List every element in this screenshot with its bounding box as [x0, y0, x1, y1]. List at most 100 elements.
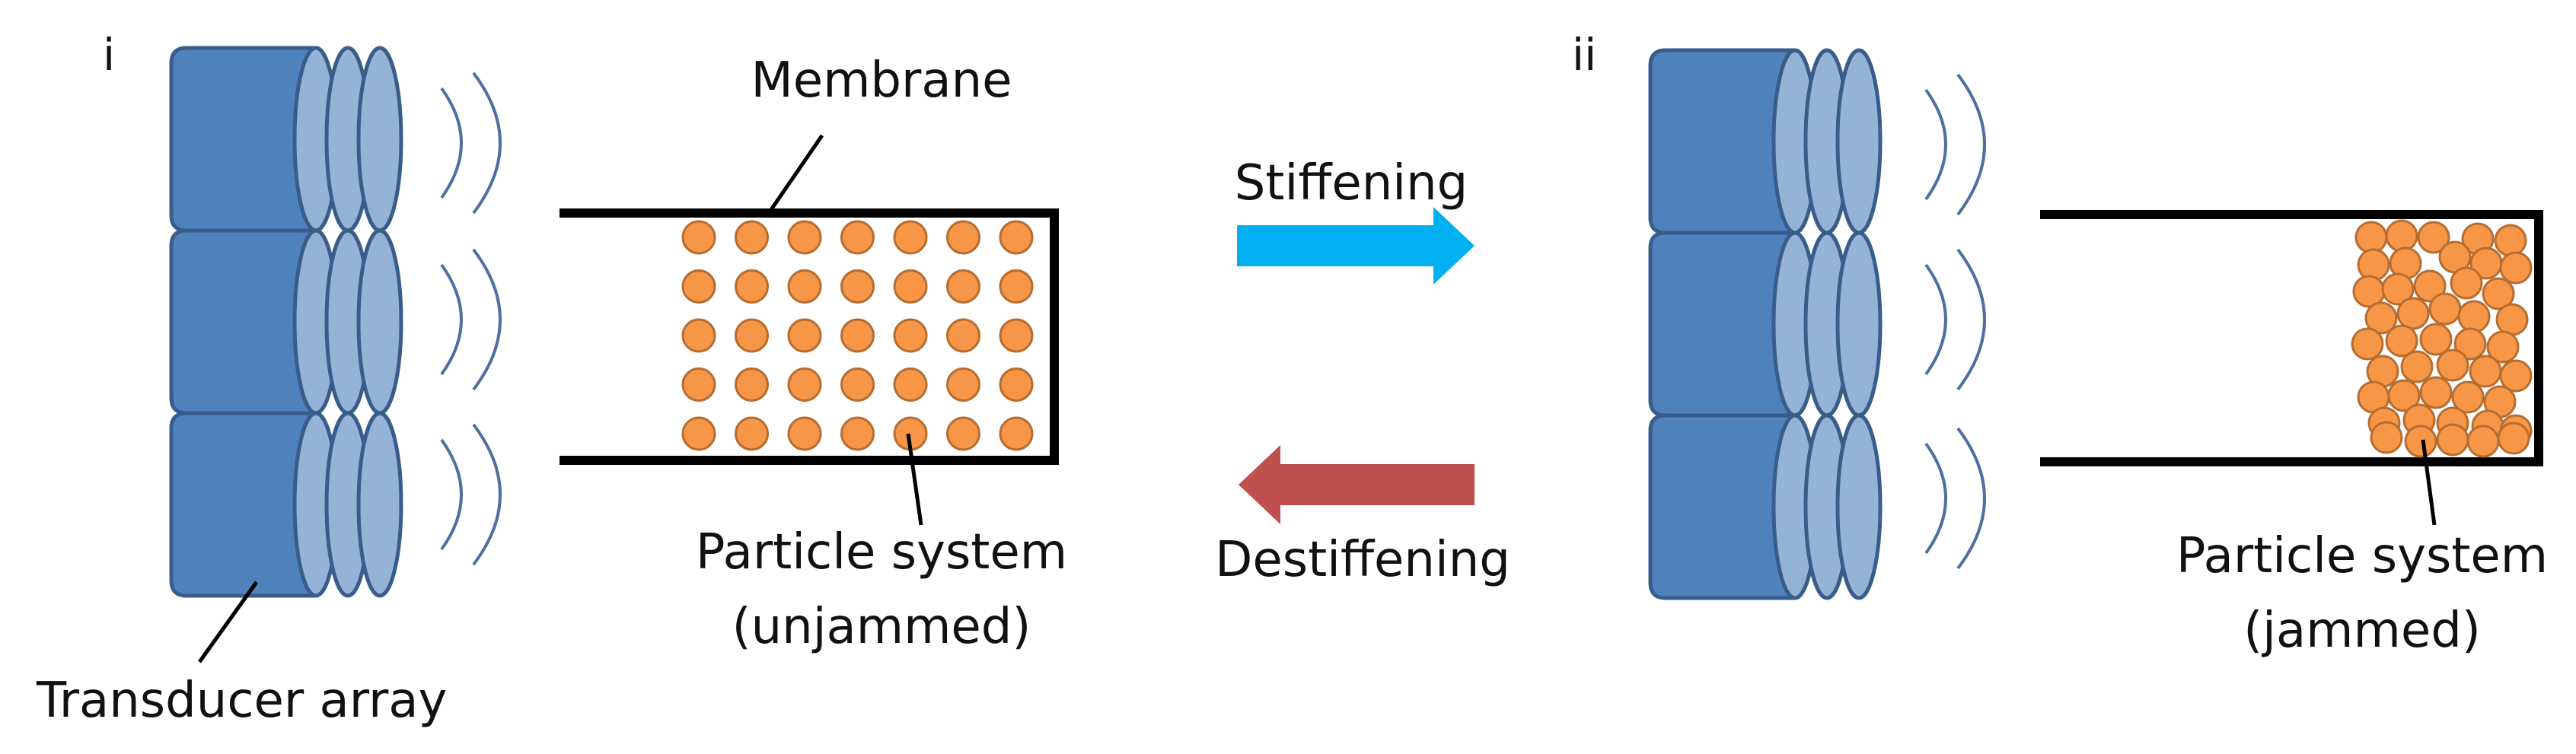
panel-marker-i: i: [103, 29, 115, 81]
particle-circle-icon: [840, 220, 875, 255]
acoustic-wave-icon: [440, 72, 502, 215]
particle-label-right-line2: (jammed): [2243, 603, 2481, 659]
transducer-cylinder-icon: [169, 228, 403, 415]
panel-ii: ii Particle system (jammed): [1572, 29, 2548, 659]
transducer-label: Transducer array: [36, 673, 447, 729]
particle-circle-icon: [2450, 266, 2483, 300]
particle-system-unjammed: [681, 220, 1034, 451]
particle-label-left-line2: (unjammed): [732, 599, 1031, 655]
transition-arrows: Stiffening Destiffening: [1215, 155, 1510, 588]
particle-circle-icon: [893, 367, 928, 402]
transducer-face: [356, 46, 403, 233]
particle-circle-icon: [735, 416, 769, 451]
particle-circle-icon: [2482, 277, 2515, 310]
wave-arc-inner: [440, 263, 463, 376]
particle-circle-icon: [787, 367, 822, 402]
transducer-leader-line: [197, 581, 259, 663]
particle-circle-icon: [999, 318, 1034, 353]
membrane-label: Membrane: [751, 52, 1012, 109]
transducer-face: [356, 228, 403, 415]
particle-circle-icon: [2428, 292, 2462, 326]
particle-circle-icon: [2370, 421, 2403, 454]
wave-arc-outer: [472, 248, 502, 391]
particle-leader-line-right: [2421, 439, 2437, 526]
transducer-cylinder-icon: [1648, 48, 1883, 235]
particle-circle-icon: [681, 318, 716, 353]
wave-arc-inner: [440, 87, 463, 199]
particle-circle-icon: [787, 269, 822, 304]
acoustic-waves-right: [1924, 73, 1986, 570]
transducer-cylinder-icon: [1648, 231, 1883, 418]
particle-label-left-line1: Particle system: [696, 524, 1067, 581]
particle-circle-icon: [840, 367, 875, 402]
particle-circle-icon: [840, 318, 875, 353]
acoustic-wave-icon: [1924, 73, 1986, 216]
particle-circle-icon: [2436, 348, 2469, 382]
particle-circle-icon: [735, 318, 769, 353]
particle-circle-icon: [840, 416, 875, 451]
particle-circle-icon: [946, 416, 980, 451]
particle-circle-icon: [2387, 379, 2421, 412]
transducer-face: [1835, 231, 1883, 418]
wave-arc-outer: [1956, 427, 1986, 570]
membrane-leader-line: [768, 134, 824, 212]
particle-circle-icon: [893, 269, 928, 304]
particle-circle-icon: [2486, 330, 2520, 364]
transducer-array-right: [1648, 48, 1883, 600]
panel-marker-ii: ii: [1572, 29, 1596, 81]
transducer-cylinder-icon: [1648, 413, 1883, 600]
particle-circle-icon: [946, 220, 980, 255]
wave-arc-inner: [440, 438, 463, 551]
particle-circle-icon: [2419, 376, 2453, 409]
particle-circle-icon: [2436, 423, 2469, 457]
particle-circle-icon: [2385, 219, 2418, 253]
particle-circle-icon: [946, 269, 980, 304]
particle-circle-icon: [2417, 221, 2450, 254]
particle-circle-icon: [2466, 425, 2500, 458]
destiffening-label: Destiffening: [1215, 532, 1510, 588]
particle-circle-icon: [2396, 297, 2430, 330]
wave-arc-outer: [472, 72, 502, 215]
transducer-face: [356, 411, 403, 598]
transducer-cylinder-icon: [169, 411, 403, 598]
particle-circle-icon: [2499, 251, 2533, 285]
acoustic-wave-icon: [1924, 427, 1986, 570]
particle-circle-icon: [681, 269, 716, 304]
wave-arc-outer: [1956, 248, 1986, 391]
particle-circle-icon: [999, 269, 1034, 304]
panel-i: i Membrane Particle system (unjammed) Tr…: [36, 29, 1067, 729]
particle-circle-icon: [2385, 324, 2418, 358]
particle-circle-icon: [2364, 301, 2398, 335]
wave-arc-inner: [1924, 442, 1947, 555]
particle-circle-icon: [999, 416, 1034, 451]
particle-circle-icon: [2497, 422, 2530, 455]
particle-circle-icon: [681, 416, 716, 451]
chamber-right: [2040, 210, 2543, 466]
wave-arc-inner: [1924, 263, 1947, 376]
wave-arc-outer: [472, 423, 502, 566]
particle-circle-icon: [2494, 224, 2527, 257]
particle-circle-icon: [2354, 221, 2388, 254]
particle-circle-icon: [2457, 300, 2491, 333]
particle-circle-icon: [946, 367, 980, 402]
particle-circle-icon: [2419, 323, 2453, 356]
wave-arc-outer: [1956, 73, 1986, 216]
particle-circle-icon: [840, 269, 875, 304]
particle-circle-icon: [2400, 350, 2434, 383]
particle-circle-icon: [2495, 303, 2529, 336]
particle-circle-icon: [735, 367, 769, 402]
particle-circle-icon: [787, 318, 822, 353]
particle-leader-line-left: [906, 433, 923, 526]
particle-circle-icon: [2469, 355, 2502, 388]
particle-circle-icon: [787, 220, 822, 255]
transducer-body: [1648, 413, 1797, 600]
particle-circle-icon: [2381, 272, 2415, 306]
particle-circle-icon: [946, 318, 980, 353]
acoustic-wave-icon: [1924, 248, 1986, 391]
particle-system-jammed: [2351, 219, 2533, 458]
particle-circle-icon: [787, 416, 822, 451]
particle-circle-icon: [2499, 359, 2533, 393]
transducer-cylinder-icon: [169, 46, 403, 233]
